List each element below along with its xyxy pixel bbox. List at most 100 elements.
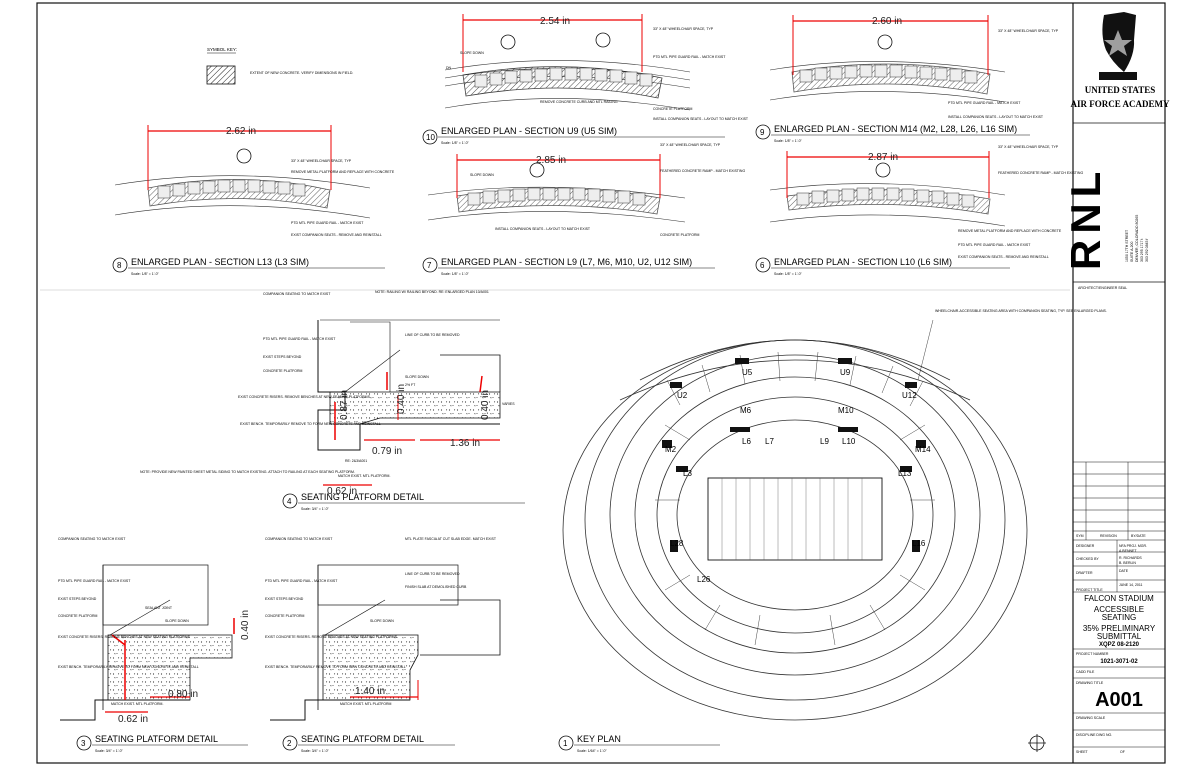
discipline-label: DISCIPLINE DWG NO. <box>1076 733 1112 737</box>
label-m6: M6 <box>740 406 752 415</box>
label-l16: L16 <box>912 539 926 548</box>
checked-name: R. RICHARDS <box>1119 556 1142 560</box>
remove-curb-note: REMOVE CONCRETE CURB AND MTL RAILING <box>540 100 618 104</box>
note-4-bench: EXIST BENCH. TEMPORARILY REMOVE TO FORM … <box>240 422 381 426</box>
dim-079: 0.79 in <box>372 446 402 457</box>
label-l10: L10 <box>842 437 856 446</box>
pipe-rail-note: PTD MTL PIPE GUARD RAIL - MATCH EXIST <box>653 55 726 59</box>
section-marker-3 <box>500 34 516 50</box>
metal-platform-note-8: REMOVE METAL PLATFORM AND REPLACE WITH C… <box>291 170 395 174</box>
football-field <box>707 477 883 561</box>
label-l7: L7 <box>765 437 774 446</box>
rnl-logo: RNL <box>1062 166 1109 270</box>
note-3-platform: CONCRETE PLATFORM <box>58 614 97 618</box>
view-1-key-plan: U5 U9 U2 U12 M6 M10 M2 M14 L6 L7 L9 L10 … <box>558 309 1107 753</box>
reviewer-name: B. BERLIN <box>1119 561 1136 565</box>
pm-label: NFA PROJ. MGR. <box>1119 544 1147 548</box>
date-value: JUNE 14, 2011 <box>1119 583 1143 587</box>
checked-label: CHECKED BY <box>1076 557 1099 561</box>
dim-label-287: 2.87 in <box>868 152 898 163</box>
dim-label-254: 2.54 in <box>540 16 570 27</box>
project-number: 1021-3071-02 <box>1100 659 1138 665</box>
cadd-file-label: CADD FILE <box>1076 670 1095 674</box>
rev-header-sym: SYM <box>1076 534 1084 538</box>
dim-040b: 0.40 in <box>480 390 491 420</box>
dim-087: 0.87 in <box>339 390 350 420</box>
dim-label-260: 2.60 in <box>872 16 902 27</box>
note-4-slopepct: 2% FT <box>405 383 416 387</box>
wheelchair-note-7: 33" X 48" WHEELCHAIR SPACE, TYP <box>660 143 721 147</box>
note-4-match: MATCH EXIST. MTL PLATFORM. <box>338 474 390 478</box>
view-10-enlarged-plan: 2.54 in SLOPE DOWN DN 33" X 48" WHEELCHA… <box>422 14 749 145</box>
view-number-4: 4 <box>287 497 292 506</box>
view-scale-3: Scale: 3/4" = 1'-0" <box>95 749 124 753</box>
note-4-steps: EXIST STEPS BEYOND <box>263 355 302 359</box>
section-marker-4 <box>595 32 611 48</box>
dim-062a: 0.62 in <box>327 486 357 497</box>
view-title: ENLARGED PLAN - SECTION U9 (U5 SIM) <box>441 126 617 136</box>
label-m14: M14 <box>915 445 931 454</box>
view-scale-9: Scale: 1/8" = 1'-0" <box>774 139 803 143</box>
view-title-9: ENLARGED PLAN - SECTION M14 (M2, L28, L2… <box>774 124 1017 134</box>
view-number-3: 3 <box>81 739 86 748</box>
view-scale-1: Scale: 1/64" = 1'-0" <box>577 749 607 753</box>
wheelchair-note-8: 33" X 48" WHEELCHAIR SPACE, TYP <box>291 159 352 163</box>
designer-name: A.BENNET <box>1119 549 1137 553</box>
note-4-slope: SLOPE DOWN <box>405 375 429 379</box>
dim-136: 1.36 in <box>450 438 480 449</box>
project-code: XQPZ 08-2120 <box>1099 642 1140 648</box>
address-line-1: 1050 17TH STREET <box>1125 229 1129 262</box>
seal-label: ARCHITECT/ENGINEER SEAL <box>1078 286 1127 290</box>
submittal-2: SUBMITTAL <box>1097 632 1142 641</box>
note-4-platform: CONCRETE PLATFORM <box>263 369 302 373</box>
slope-down-note: SLOPE DOWN <box>460 51 484 55</box>
label-u12: U12 <box>902 391 917 400</box>
view-number-6: 6 <box>760 261 765 270</box>
metal-platform-6: REMOVE METAL PLATFORM AND REPLACE WITH C… <box>958 229 1062 233</box>
drafter-label: DRAFTER <box>1076 571 1093 575</box>
note-3-match: MATCH EXIST. MTL PLATFORM. <box>111 702 163 706</box>
symbol-key-legend: EXTENT OF NEW CONCRETE. VERIFY DIMENSION… <box>250 71 353 75</box>
view-6-enlarged-plan: 2.87 in 33" X 48" WHEELCHAIR SPACE, TYP … <box>755 145 1083 276</box>
note-3-bench: EXIST BENCH. TEMPORARILY REMOVE TO FORM … <box>58 665 199 669</box>
note-platform: NOTE: PROVIDE NEW PAINTED SHEET METAL SI… <box>140 470 355 474</box>
drawing-number: A001 <box>1095 689 1143 711</box>
of-label: OF <box>1120 750 1125 754</box>
label-l28: L28 <box>670 539 684 548</box>
view-scale-4: Scale: 3/4" = 1'-0" <box>301 507 330 511</box>
new-concrete-hatch-swatch <box>206 65 236 85</box>
companion-note-9: INSTALL COMPANION SEATS - LAYOUT TO MATC… <box>948 115 1044 119</box>
companion-seats-7: INSTALL COMPANION SEATS - LAYOUT TO MATC… <box>495 227 591 231</box>
project-title: FALCON STADIUM <box>1084 594 1154 603</box>
owner-line1: UNITED STATES <box>1085 85 1155 95</box>
date-label: DATE <box>1119 569 1129 573</box>
label-l9: L9 <box>820 437 829 446</box>
label-l6: L6 <box>742 437 751 446</box>
sheet-border <box>36 2 1166 764</box>
view-scale: Scale: 1/8" = 1'-0" <box>441 141 470 145</box>
view-4-platform-detail: 0.79 in 1.36 in 0.62 in 0.87 in 0.40 in … <box>140 290 525 511</box>
view-7-enlarged-plan: 2.85 in SLOPE DOWN 33" X 48" WHEELCHAIR … <box>422 143 745 276</box>
concrete-platform-7: CONCRETE PLATFORM <box>660 233 699 237</box>
owner-line2: AIR FORCE ACADEMY <box>1071 99 1171 109</box>
dim-080: 0.80 in <box>168 689 198 700</box>
note-3-risers: EXIST CONCRETE RISERS. REMOVE BENCHES AT… <box>58 635 191 639</box>
pipe-rail-6: PTD MTL PIPE GUARD RAIL - MATCH EXIST <box>958 243 1031 247</box>
note-4-ref: RE: 2&3/A001 <box>345 459 367 463</box>
note-2-slope: SLOPE DOWN <box>370 619 394 623</box>
feathered-ramp-6: FEATHERED CONCRETE RAMP - MATCH EXISTING <box>998 171 1083 175</box>
dim-040: 0.40 in <box>396 384 407 414</box>
drawing-scale-label: DRAWING SCALE <box>1076 716 1106 720</box>
note-4-companion: COMPANION SEATING TO MATCH EXIST <box>263 292 331 296</box>
note-2-platform: CONCRETE PLATFORM <box>265 614 304 618</box>
dn-note: DN <box>446 66 452 70</box>
note-3-companion: COMPANION SEATING TO MATCH EXIST <box>58 537 126 541</box>
view-title-6: ENLARGED PLAN - SECTION L10 (L6 SIM) <box>774 257 952 267</box>
view-number-1: 1 <box>563 739 568 748</box>
companion-seats-note: INSTALL COMPANION SEATS - LAYOUT TO MATC… <box>653 117 749 121</box>
drawing-title-label: DRAWING TITLE <box>1076 681 1104 685</box>
note-2-risers: EXIST CONCRETE RISERS. REMOVE BENCHES AT… <box>265 635 398 639</box>
note-2-steps: EXIST STEPS BEYOND <box>265 597 304 601</box>
slope-down-7: SLOPE DOWN <box>470 173 494 177</box>
